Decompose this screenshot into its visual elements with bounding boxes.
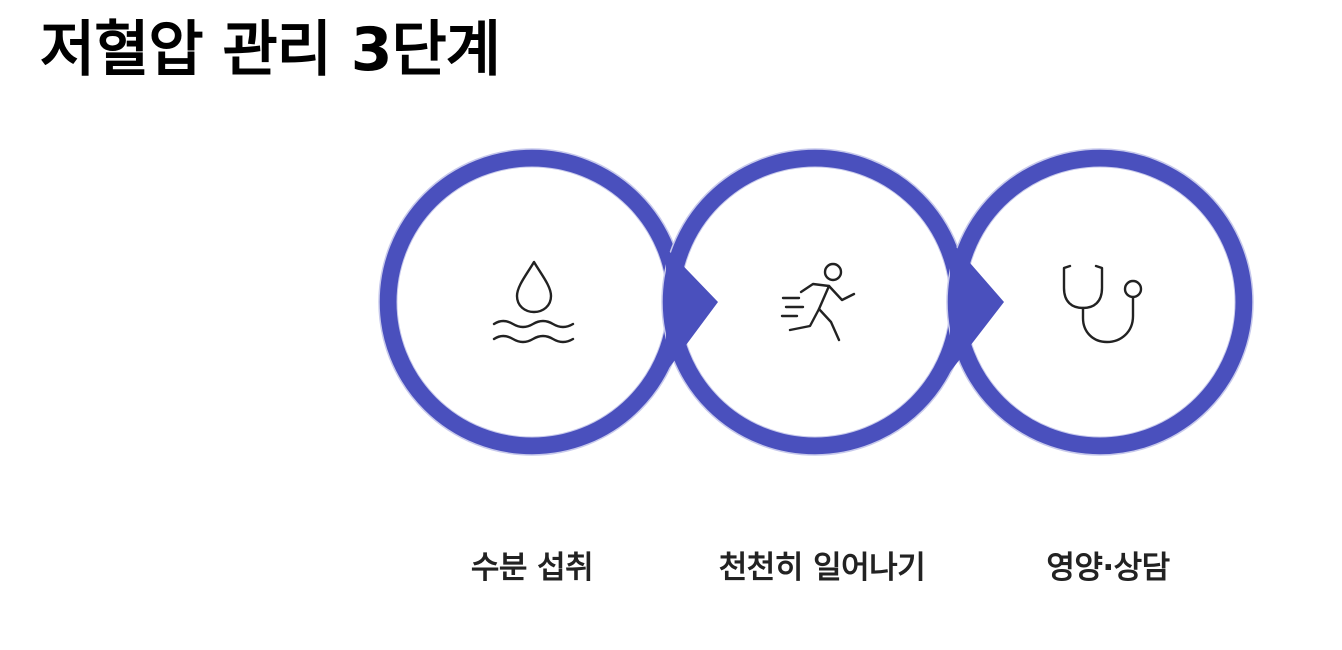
running-person-icon xyxy=(780,262,856,342)
step-1-inner xyxy=(396,166,668,438)
step-1-label: 수분 섭취 xyxy=(470,550,594,586)
arrow-1-2 xyxy=(666,248,718,372)
step-3-label: 영양·상담 xyxy=(1046,550,1170,586)
step-3-node xyxy=(946,148,1254,456)
step-3-inner xyxy=(964,166,1236,438)
step-2-inner xyxy=(679,166,951,438)
page-title: 저혈압 관리 3단계 xyxy=(40,15,501,85)
step-2-node xyxy=(661,148,969,456)
step-1-node xyxy=(378,148,686,456)
step-2-label: 천천히 일어나기 xyxy=(718,550,926,586)
stethoscope-icon xyxy=(1062,264,1143,344)
arrow-2-3 xyxy=(950,240,1004,372)
water-drop-icon xyxy=(492,260,575,344)
